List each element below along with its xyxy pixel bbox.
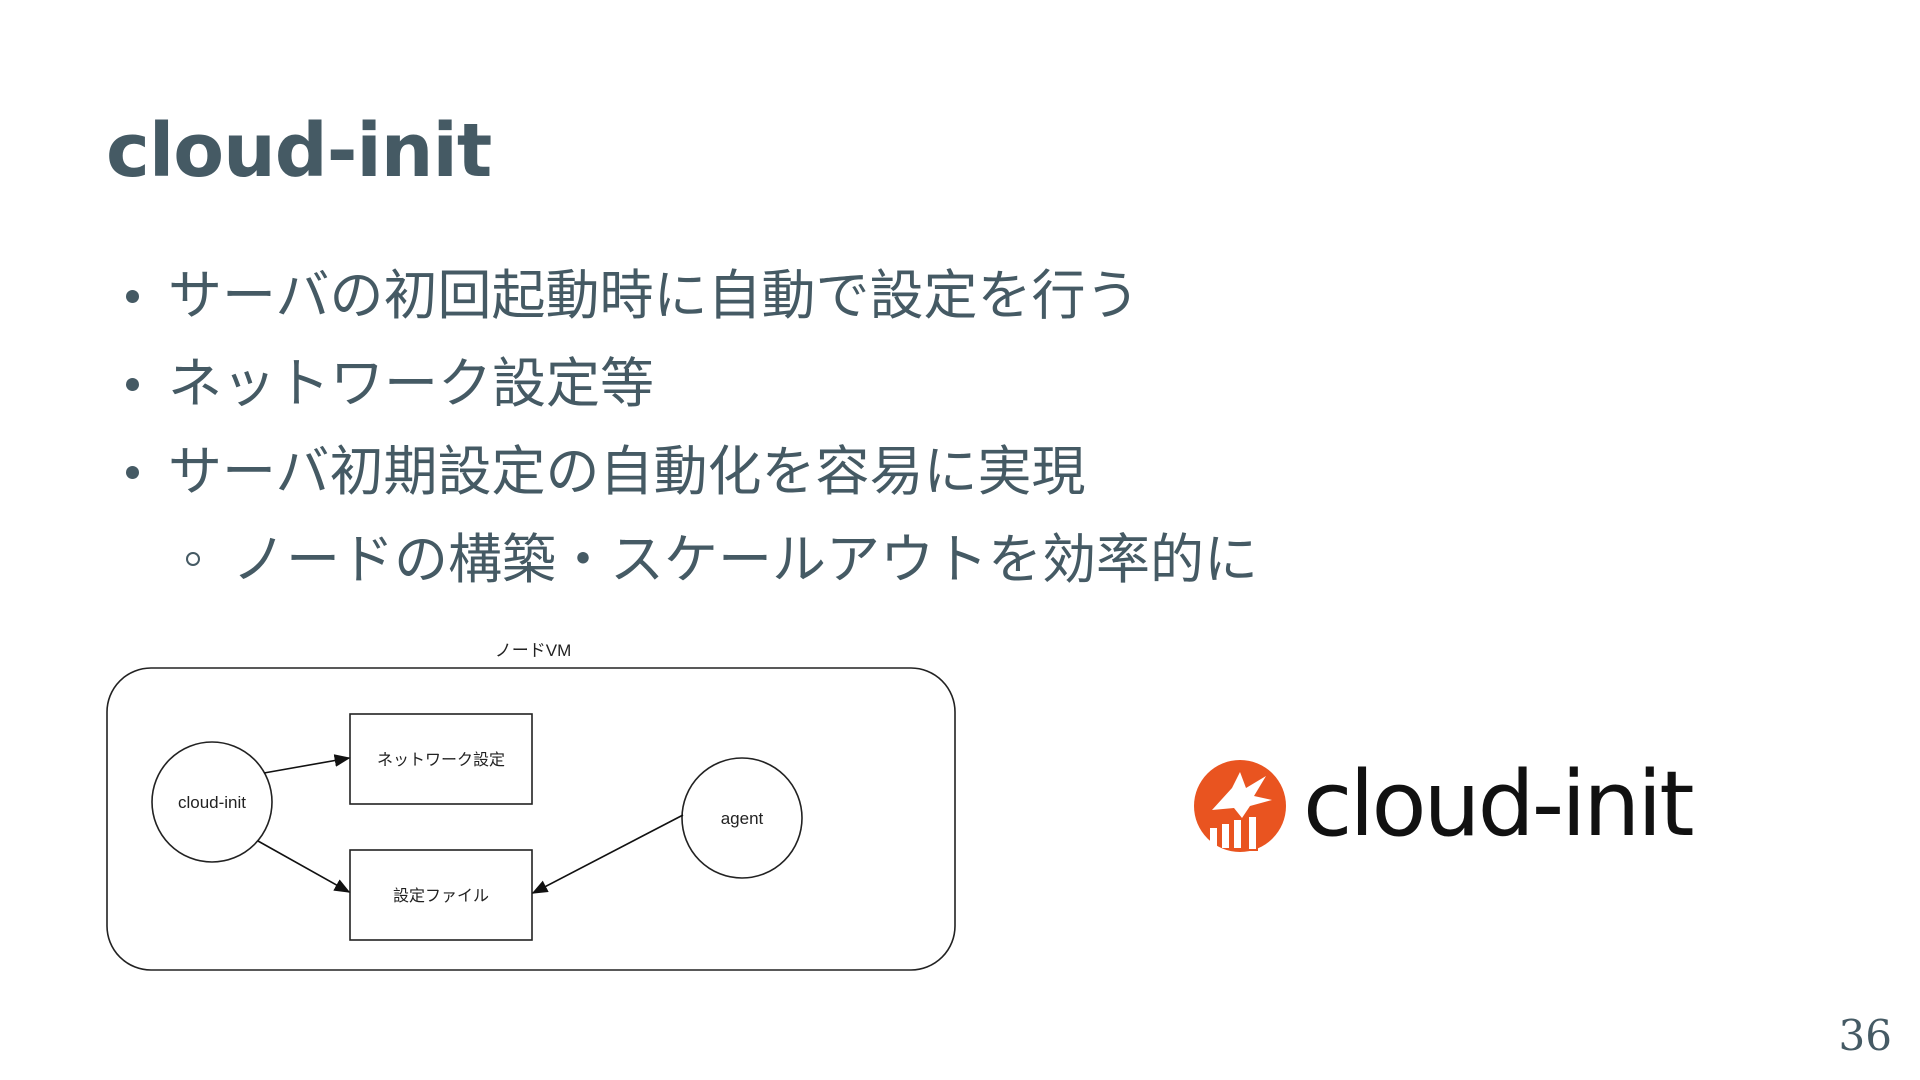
arrow-agent-to-config-file xyxy=(531,814,684,894)
sub-bullet-ring-icon xyxy=(186,552,200,566)
network-config-box-label: ネットワーク設定 xyxy=(377,751,505,769)
bullet-text: サーバの初回起動時に自動で設定を行う xyxy=(168,264,1140,327)
config-file-box-label: 設定ファイル xyxy=(393,887,489,905)
node-vm-container xyxy=(106,667,956,971)
bullet-item: サーバの初回起動時に自動で設定を行う xyxy=(120,252,1258,340)
bullet-dot-icon xyxy=(126,466,139,479)
bullet-text: ネットワーク設定等 xyxy=(168,352,654,415)
bullet-dot-icon xyxy=(126,378,139,391)
architecture-diagram: ノードVM cloud-init agent ネットワーク設定 設定ファイル xyxy=(106,641,956,971)
node-vm-label: ノードVM xyxy=(495,641,572,660)
cloud-init-logo: cloud-init xyxy=(1192,750,1695,860)
network-config-box xyxy=(349,713,533,805)
cloud-init-node-label: cloud-init xyxy=(178,793,246,812)
bullet-text: サーバ初期設定の自動化を容易に実現 xyxy=(168,440,1086,503)
slide-title: cloud-init xyxy=(106,108,492,194)
sub-bullet-text: ノードの構築・スケールアウトを効率的に xyxy=(232,528,1258,591)
cloud-init-logo-icon xyxy=(1194,760,1286,852)
agent-node-label: agent xyxy=(721,809,764,828)
bullet-item: ネットワーク設定等 xyxy=(120,340,1258,428)
agent-node xyxy=(681,757,803,879)
bullet-item: サーバ初期設定の自動化を容易に実現 xyxy=(120,428,1258,516)
page-number: 36 xyxy=(1838,1011,1892,1060)
sub-bullet-item: ノードの構築・スケールアウトを効率的に xyxy=(120,516,1258,604)
cloud-init-node xyxy=(151,741,273,863)
bullet-dot-icon xyxy=(126,290,139,303)
arrow-cloud-init-to-network xyxy=(263,754,351,774)
arrow-cloud-init-to-config-file xyxy=(257,840,351,893)
bullet-list: サーバの初回起動時に自動で設定を行う ネットワーク設定等 サーバ初期設定の自動化… xyxy=(120,252,1258,604)
cloud-init-wordmark: cloud-init xyxy=(1303,752,1695,857)
config-file-box xyxy=(349,849,533,941)
